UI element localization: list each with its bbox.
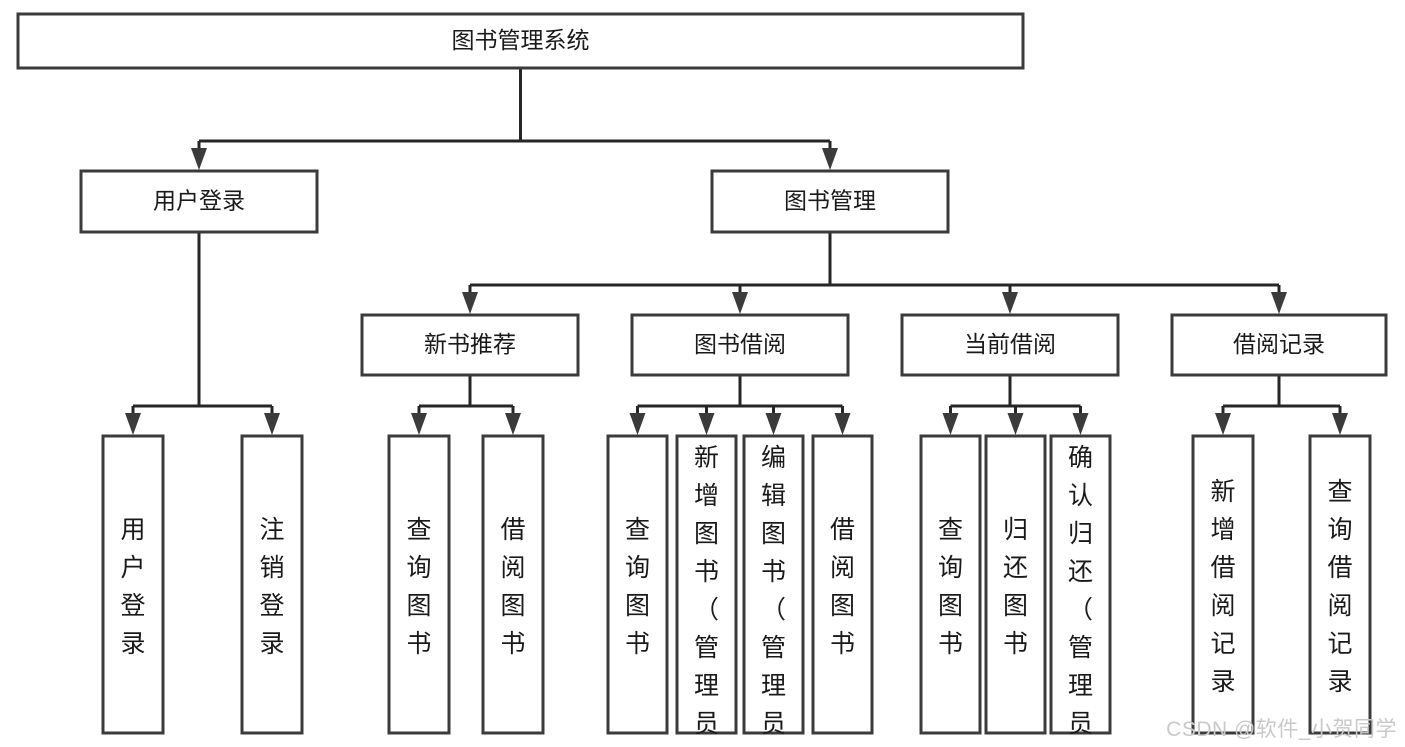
node-new-book-rec[interactable]: 新书推荐 <box>360 313 580 377</box>
arrow-head-icon <box>411 413 427 435</box>
node-box[interactable] <box>811 434 874 735</box>
node-borrow-record[interactable]: 借阅记录 <box>1170 313 1388 377</box>
arrow-head-icon <box>125 413 141 435</box>
node-box[interactable] <box>630 313 850 377</box>
arrow-head-icon <box>1215 413 1231 435</box>
node-layer: 图书管理系统用户登录图书管理新书推荐图书借阅当前借阅借阅记录用户登录注销登录查询… <box>16 12 1388 747</box>
connector-group-user-login <box>125 232 280 435</box>
node-box[interactable] <box>900 313 1120 377</box>
node-leaf-query-book-borrow[interactable]: 查询图书 <box>606 434 669 735</box>
node-label: 图书借阅 <box>694 331 786 357</box>
node-label: 查询图书 <box>625 516 650 658</box>
connector-group-borrow-record <box>1215 375 1348 435</box>
arrow-head-icon <box>732 292 748 314</box>
node-label: 归还图书 <box>1003 516 1028 658</box>
arrow-head-icon <box>1271 292 1287 314</box>
node-box[interactable] <box>101 434 165 735</box>
node-book-manage[interactable]: 图书管理 <box>710 169 950 234</box>
node-label: 新增借阅记录 <box>1210 478 1235 696</box>
connector-group-book-manage <box>462 232 1287 314</box>
node-leaf-return-book[interactable]: 归还图书 <box>984 434 1047 735</box>
node-leaf-add-book[interactable]: 新增图书（管理员） <box>675 434 738 747</box>
arrow-head-icon <box>629 413 646 435</box>
node-user-login[interactable]: 用户登录 <box>79 169 319 234</box>
node-root[interactable]: 图书管理系统 <box>16 12 1025 70</box>
arrow-head-icon <box>1002 292 1018 314</box>
node-label: 查询图书 <box>938 516 963 658</box>
node-box[interactable] <box>16 12 1025 70</box>
node-label: 注销登录 <box>259 516 284 658</box>
node-leaf-query-book-rec[interactable]: 查询图书 <box>387 434 451 735</box>
connector-group-book-borrow <box>629 375 851 435</box>
node-box[interactable] <box>1049 434 1112 735</box>
node-leaf-borrow-book-rec[interactable]: 借阅图书 <box>481 434 545 735</box>
arrow-head-icon <box>191 148 207 170</box>
node-box[interactable] <box>387 434 451 735</box>
node-box[interactable] <box>79 169 319 234</box>
node-label: 用户登录 <box>153 188 245 214</box>
node-box[interactable] <box>919 434 982 735</box>
node-label: 借阅图书 <box>500 516 525 658</box>
node-box[interactable] <box>360 313 580 377</box>
node-box[interactable] <box>742 434 805 735</box>
arrow-head-icon <box>1007 413 1024 435</box>
arrow-head-icon <box>834 413 851 435</box>
node-label: 确认归还（管理员） <box>1068 444 1093 747</box>
node-box[interactable] <box>606 434 669 735</box>
arrow-head-icon <box>765 413 782 435</box>
node-box[interactable] <box>1170 313 1388 377</box>
node-leaf-confirm-return[interactable]: 确认归还（管理员） <box>1049 434 1112 747</box>
node-leaf-add-record[interactable]: 新增借阅记录 <box>1191 434 1255 735</box>
arrow-head-icon <box>462 292 478 314</box>
node-label: 借阅记录 <box>1233 331 1325 357</box>
node-leaf-borrow-book[interactable]: 借阅图书 <box>811 434 874 735</box>
connector-layer <box>125 68 1348 435</box>
node-box[interactable] <box>675 434 738 735</box>
arrow-head-icon <box>1332 413 1348 435</box>
node-label: 借阅图书 <box>830 516 855 658</box>
arrow-head-icon <box>822 148 838 170</box>
node-label: 新增图书（管理员） <box>694 444 719 747</box>
node-label: 图书管理系统 <box>452 27 590 53</box>
connector-group-current-borrow <box>942 375 1089 435</box>
node-box[interactable] <box>1308 434 1372 735</box>
arrow-head-icon <box>264 413 280 435</box>
node-label: 编辑图书（管理员） <box>761 444 786 747</box>
node-book-borrow[interactable]: 图书借阅 <box>630 313 850 377</box>
node-box[interactable] <box>984 434 1047 735</box>
node-leaf-edit-book[interactable]: 编辑图书（管理员） <box>742 434 805 747</box>
node-box[interactable] <box>240 434 304 735</box>
node-leaf-user-login[interactable]: 用户登录 <box>101 434 165 735</box>
connector-group-new-book-rec <box>411 375 521 435</box>
node-box[interactable] <box>481 434 545 735</box>
connector-group-root <box>191 68 838 170</box>
node-label: 查询图书 <box>406 516 431 658</box>
node-label: 用户登录 <box>120 516 145 658</box>
arrow-head-icon <box>698 413 715 435</box>
node-leaf-query-book-cur[interactable]: 查询图书 <box>919 434 982 735</box>
node-label: 新书推荐 <box>424 331 516 357</box>
arrow-head-icon <box>1072 413 1089 435</box>
node-leaf-user-logout[interactable]: 注销登录 <box>240 434 304 735</box>
node-leaf-query-record[interactable]: 查询借阅记录 <box>1308 434 1372 735</box>
arrow-head-icon <box>942 413 959 435</box>
arrow-head-icon <box>505 413 521 435</box>
node-box[interactable] <box>1191 434 1255 735</box>
node-current-borrow[interactable]: 当前借阅 <box>900 313 1120 377</box>
node-box[interactable] <box>710 169 950 234</box>
node-label: 图书管理 <box>784 188 876 214</box>
node-label: 当前借阅 <box>964 331 1056 357</box>
node-label: 查询借阅记录 <box>1327 478 1352 696</box>
